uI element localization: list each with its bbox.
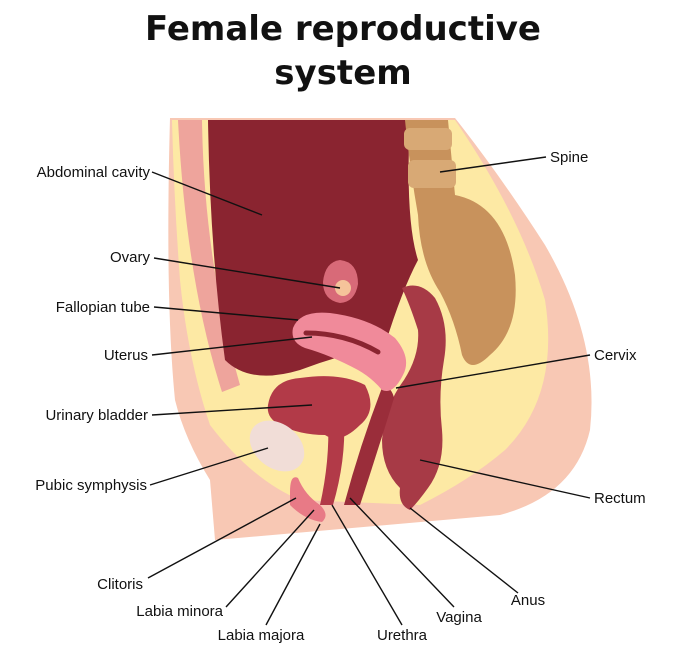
label-anus: Anus — [511, 592, 545, 609]
label-fallopian-tube: Fallopian tube — [56, 299, 150, 316]
label-spine: Spine — [550, 149, 588, 166]
label-vagina: Vagina — [436, 609, 482, 626]
leader-cervix — [395, 354, 591, 389]
abdominal-cavity-shape — [208, 120, 418, 376]
vertebra-lower — [408, 160, 456, 188]
label-abdominal-cavity: Abdominal cavity — [37, 164, 151, 181]
label-cervix: Cervix — [594, 347, 637, 364]
diagram-title: Female reproductive system — [145, 9, 541, 93]
leader-lines — [147, 156, 591, 626]
leader-pubic-symphysis — [149, 447, 269, 486]
leader-abdominal-cavity — [151, 171, 263, 216]
uterine-cavity — [303, 330, 381, 355]
leader-rectum — [419, 459, 591, 499]
leader-uterus — [151, 336, 313, 356]
label-rectum: Rectum — [594, 490, 646, 507]
ovary-follicle — [335, 280, 351, 296]
label-uterus: Uterus — [104, 347, 148, 364]
leader-vagina — [349, 497, 455, 608]
leader-spine — [439, 156, 547, 173]
leader-anus — [409, 507, 519, 594]
label-urethra: Urethra — [377, 627, 428, 644]
rectum-shape — [382, 285, 446, 510]
title-line-1: Female reproductive — [145, 9, 541, 49]
leader-urinary-bladder — [151, 404, 313, 416]
leader-clitoris — [147, 497, 297, 579]
label-labia-majora: Labia majora — [218, 627, 305, 644]
vertebra-upper — [404, 128, 452, 150]
leader-fallopian-tube — [153, 306, 299, 321]
label-ovary: Ovary — [110, 249, 151, 266]
pubic-symphysis-shape — [249, 420, 305, 472]
title-line-2: system — [274, 53, 411, 93]
leader-ovary — [153, 257, 341, 289]
urethra-shape — [320, 420, 345, 505]
label-clitoris: Clitoris — [97, 576, 143, 593]
vagina-shape — [344, 385, 394, 505]
leader-urethra — [331, 504, 403, 626]
label-urinary-bladder: Urinary bladder — [45, 407, 148, 424]
leader-labia-majora — [265, 523, 321, 626]
labels: Abdominal cavity Ovary Fallopian tube Ut… — [35, 149, 645, 644]
anatomy-illustration — [168, 118, 592, 540]
urinary-bladder-shape — [267, 376, 371, 439]
leader-labia-minora — [225, 509, 315, 608]
labia-shape — [290, 477, 326, 522]
label-labia-minora: Labia minora — [136, 603, 223, 620]
label-pubic-symphysis: Pubic symphysis — [35, 477, 147, 494]
